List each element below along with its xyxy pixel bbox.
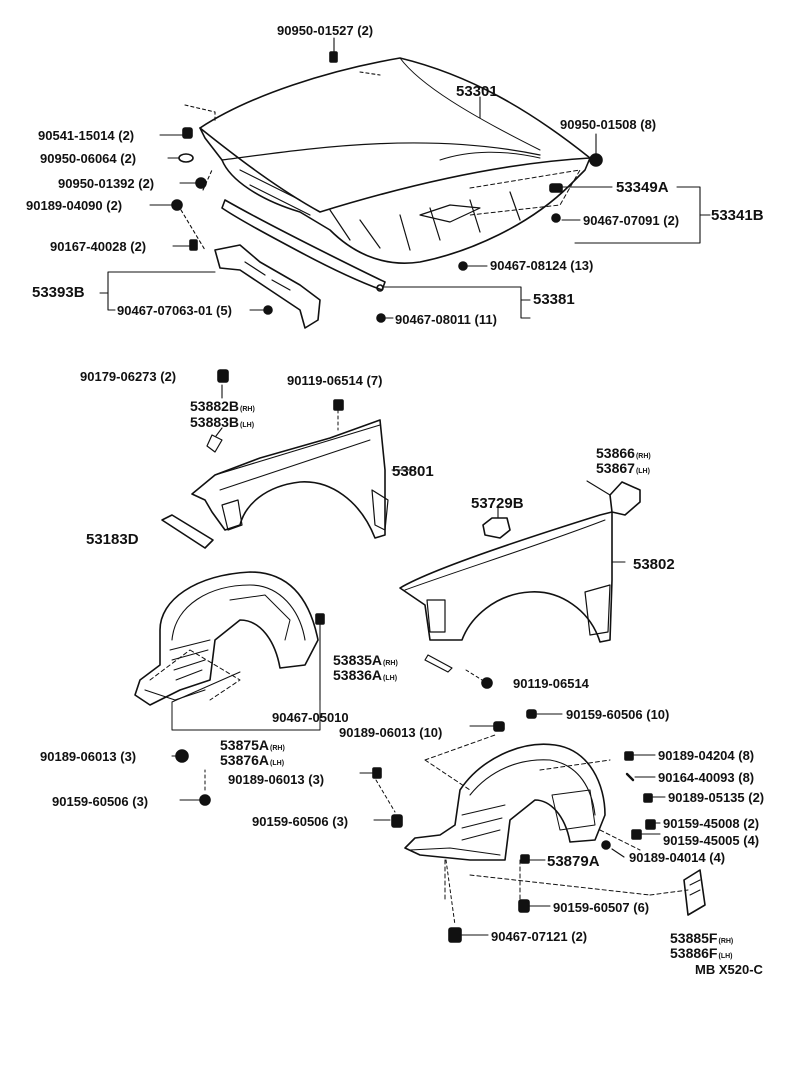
label-53729B: 53729B [471, 495, 524, 512]
label-53882B-code: 53882B [190, 398, 240, 414]
label-53885F: 53885F(RH) [670, 931, 733, 945]
label-53836A: 53836A(LH) [333, 668, 397, 682]
label-90467-05010: 90467-05010 [272, 710, 349, 725]
hood-insulator-outline [469, 169, 581, 216]
label-90159-60507: 90159-60507 (6) [553, 900, 650, 915]
label-53301: 53301 [456, 83, 498, 100]
label-90164-40093: 90164-40093 (8) [658, 770, 755, 785]
label-90159-45005: 90159-45005 (4) [663, 833, 760, 848]
label-53882B: 53882B(RH) [190, 399, 255, 413]
label-90167-40028: 90167-40028 (2) [50, 239, 147, 254]
label-53886F-side: (LH) [718, 953, 733, 960]
fender-53802 [399, 511, 613, 643]
label-90467-08011: 90467-08011 (11) [395, 312, 497, 327]
label-90189-04204: 90189-04204 (8) [658, 748, 755, 763]
label-90159-60506-3-center: 90159-60506 (3) [252, 814, 349, 829]
hood-leader-lines [99, 37, 711, 319]
hood-lock-support-53393B [214, 244, 321, 329]
fender-53801 [191, 419, 389, 539]
label-90119-06514-7: 90119-06514 (7) [287, 373, 383, 388]
label-53393B: 53393B [32, 284, 85, 301]
label-90189-06013-3-center: 90189-06013 (3) [228, 772, 325, 787]
label-53876A: 53876A(LH) [220, 753, 284, 767]
fender-liner-53879A [404, 743, 606, 861]
label-90467-07121: 90467-07121 (2) [491, 929, 588, 944]
label-90189-06013-10: 90189-06013 (10) [339, 725, 443, 740]
lh-liner-fasteners-and-leaders [149, 613, 325, 806]
label-53885F-code: 53885F [670, 930, 718, 946]
label-53879A: 53879A [547, 853, 600, 870]
label-53835A: 53835A(RH) [333, 653, 398, 667]
fender-53801-fasteners [206, 369, 344, 453]
label-53883B-side: (LH) [240, 422, 255, 429]
label-90119-06514: 90119-06514 [513, 676, 589, 691]
shield-53885F [683, 869, 706, 916]
label-53866-code: 53866 [596, 445, 635, 461]
fender-bracket-53866 [609, 481, 641, 516]
label-53867-side: (LH) [635, 468, 650, 475]
label-53885F-side: (RH) [718, 938, 734, 945]
label-53835A-side: (RH) [383, 660, 398, 667]
label-90467-08124: 90467-08124 (13) [490, 258, 594, 273]
label-53801: 53801 [392, 463, 434, 480]
label-90189-05135: 90189-05135 (2) [668, 790, 765, 805]
label-53886F-code: 53886F [670, 945, 718, 961]
label-53341B: 53341B [711, 207, 764, 224]
label-90950-01392: 90950-01392 (2) [58, 176, 155, 191]
fender-pad-53729B [482, 517, 511, 539]
label-53802: 53802 [633, 556, 675, 573]
label-90467-07091: 90467-07091 (2) [583, 213, 680, 228]
label-53867-code: 53867 [596, 460, 635, 476]
label-90467-07063-01: 90467-07063-01 (5) [117, 303, 232, 318]
label-90159-45008: 90159-45008 (2) [663, 816, 760, 831]
label-53836A-code: 53836A [333, 667, 383, 683]
label-53875A-code: 53875A [220, 737, 270, 753]
fender-liner-53875A [134, 571, 319, 706]
label-53883B: 53883B(LH) [190, 415, 254, 429]
rh-liner-fasteners-and-leaders [359, 709, 689, 943]
label-53867: 53867(LH) [596, 461, 650, 475]
label-90179-06273: 90179-06273 (2) [80, 369, 177, 384]
label-53866: 53866(RH) [596, 446, 651, 460]
label-53381: 53381 [533, 291, 575, 308]
hood-inner-frame [221, 159, 571, 264]
label-90950-01527: 90950-01527 (2) [277, 23, 374, 38]
label-53876A-code: 53876A [220, 752, 270, 768]
fender-brace-53183D [161, 514, 214, 549]
label-53875A-side: (RH) [270, 745, 285, 752]
label-53866-side: (RH) [635, 453, 651, 460]
label-90541-15014: 90541-15014 (2) [38, 128, 135, 143]
label-53875A: 53875A(RH) [220, 738, 285, 752]
label-53183D: 53183D [86, 531, 139, 548]
label-90189-04014: 90189-04014 (4) [629, 850, 726, 865]
label-53835A-code: 53835A [333, 652, 383, 668]
hood-fasteners [171, 51, 603, 323]
label-53836A-side: (LH) [383, 675, 398, 682]
label-53883B-code: 53883B [190, 414, 240, 430]
label-90950-06064: 90950-06064 (2) [40, 151, 137, 166]
label-90159-60506-10: 90159-60506 (10) [566, 707, 670, 722]
label-53876A-side: (LH) [270, 760, 285, 767]
rh-fender-fasteners [391, 469, 626, 689]
label-53886F: 53886F(LH) [670, 946, 732, 960]
label-90189-06013-3-left: 90189-06013 (3) [40, 749, 137, 764]
label-90950-01508: 90950-01508 (8) [560, 117, 657, 132]
label-90159-60506-3-left: 90159-60506 (3) [52, 794, 149, 809]
label-53349A: 53349A [616, 179, 669, 196]
label-90189-04090: 90189-04090 (2) [26, 198, 123, 213]
diagram-code: MB X520-C [695, 962, 763, 977]
label-53882B-side: (RH) [240, 406, 255, 413]
